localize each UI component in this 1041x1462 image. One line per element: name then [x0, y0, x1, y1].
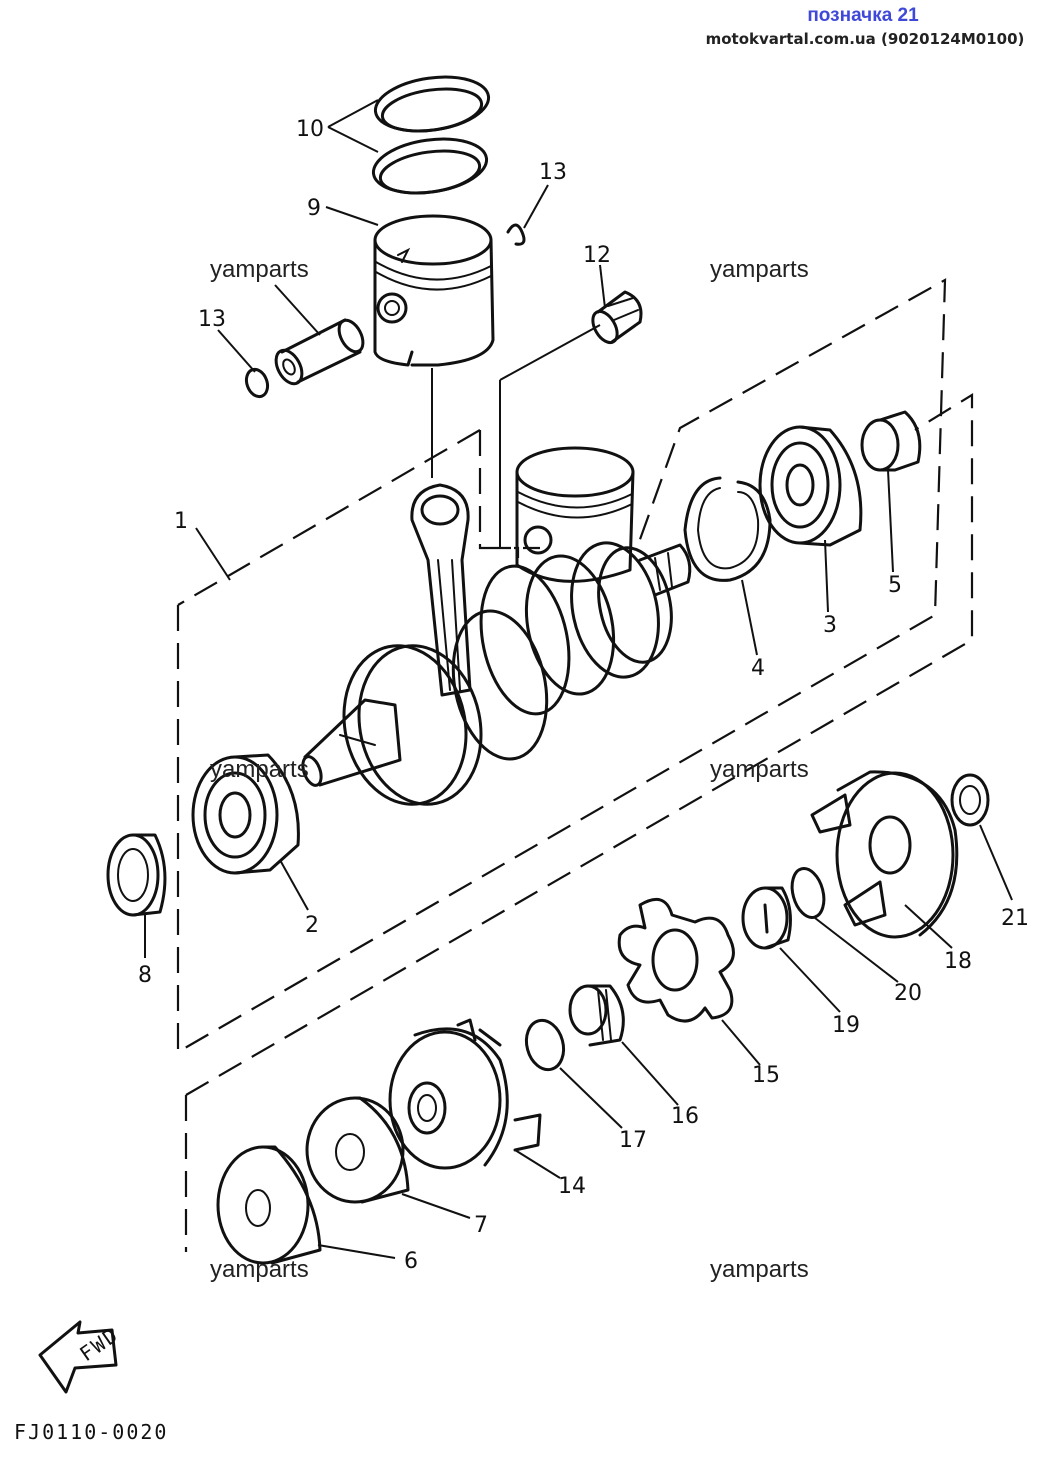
- watermarks: yamparts yamparts yamparts yamparts yamp…: [210, 256, 809, 1283]
- left-oil-seal: [106, 833, 167, 917]
- callout-18: 18: [944, 949, 972, 974]
- diagram-title: позначка 21: [807, 5, 919, 26]
- callout-9: 9: [307, 196, 321, 221]
- piston-pin-clip-right: [506, 223, 526, 246]
- callout-3: 3: [823, 613, 837, 638]
- piston-pin-clip-left: [244, 367, 270, 399]
- callout-7: 7: [474, 1213, 488, 1238]
- piston-pin: [274, 318, 365, 386]
- plate: [216, 1145, 322, 1265]
- piston: [373, 214, 495, 367]
- callout-19: 19: [832, 1013, 860, 1038]
- callout-12: 12: [583, 243, 611, 268]
- coupling-left: [388, 1018, 542, 1170]
- watermark: yamparts: [710, 756, 809, 783]
- callout-20: 20: [894, 981, 922, 1006]
- watermark: yamparts: [710, 1256, 809, 1283]
- o-ring-small: [524, 1018, 566, 1072]
- callout-5: 5: [888, 573, 902, 598]
- callout-6: 6: [404, 1249, 418, 1274]
- callout-13-right: 13: [539, 160, 567, 185]
- callout-2: 2: [305, 913, 319, 938]
- callout-13-left: 13: [198, 307, 226, 332]
- callout-15: 15: [752, 1063, 780, 1088]
- callout-4: 4: [751, 656, 765, 681]
- watermark: yamparts: [210, 756, 309, 783]
- watermark: yamparts: [210, 256, 309, 283]
- callouts: 1 2 3 4 5 6 7 8 9 10 12 13 13 14 15 16 1…: [138, 117, 1029, 1274]
- damper: [617, 897, 735, 1023]
- callout-14: 14: [558, 1174, 586, 1199]
- leader-lines: [144, 99, 1013, 1259]
- callout-1: 1: [174, 509, 188, 534]
- needle-bearing: [591, 290, 643, 345]
- right-bearing: [758, 425, 863, 547]
- washer: [950, 773, 990, 827]
- spacer: [305, 1096, 410, 1204]
- callout-16: 16: [671, 1104, 699, 1129]
- forward-arrow: FWD: [38, 1320, 123, 1394]
- callout-17: 17: [619, 1128, 647, 1153]
- callout-8: 8: [138, 963, 152, 988]
- crankshaft-assembly: [301, 446, 692, 806]
- callout-21: 21: [1001, 906, 1029, 931]
- snap-ring: [683, 476, 772, 582]
- crank-group-outline: [176, 278, 947, 1054]
- collar: [860, 410, 922, 472]
- drawing-code: FJ0110-0020: [14, 1420, 168, 1444]
- watermark: yamparts: [210, 1256, 309, 1283]
- callout-10: 10: [296, 117, 324, 142]
- watermark: yamparts: [710, 256, 809, 283]
- o-ring-large: [790, 867, 826, 919]
- coupling-nut: [568, 984, 625, 1047]
- piston-rings: [371, 75, 491, 195]
- coupling-right: [810, 770, 959, 939]
- left-bearing: [191, 753, 300, 875]
- coupling-group-outline: [184, 393, 974, 1252]
- cap: [741, 886, 792, 950]
- source-caption: motokvartal.com.ua (9020124M0100): [705, 30, 1025, 48]
